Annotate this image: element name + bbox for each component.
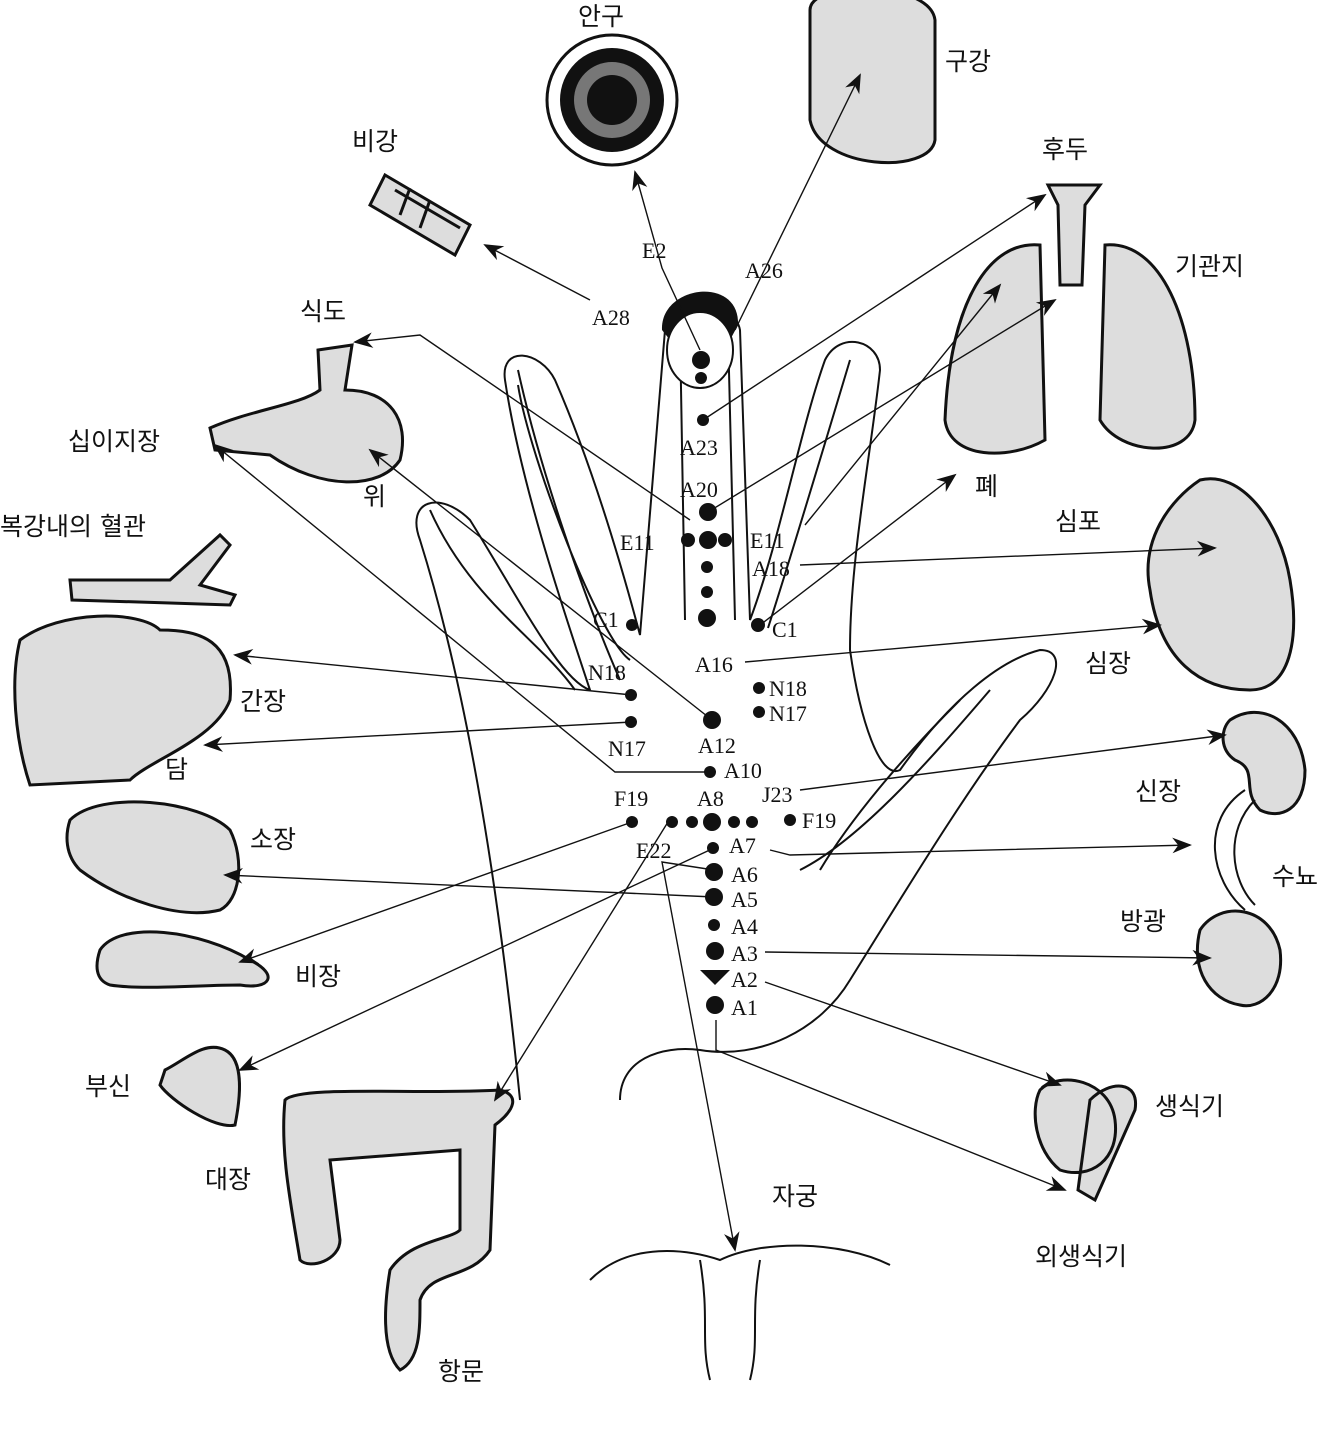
point-F19-right: F19 (802, 808, 836, 833)
large-intestine-organ (282, 1088, 514, 1372)
point-A12: A12 (698, 733, 736, 758)
point-A8: A8 (697, 786, 724, 811)
label-eye: 안구 (578, 2, 624, 31)
esophagus-stomach-organ (208, 343, 405, 484)
label-external-genitals: 외생식기 (1035, 1242, 1127, 1271)
connection-lines (203, 73, 1227, 1252)
label-genitals: 생식기 (1155, 1092, 1224, 1121)
label-mouth: 구강 (945, 47, 991, 76)
bladder-organ (1195, 909, 1283, 1008)
point-A16: A16 (695, 652, 733, 677)
label-heart: 심장 (1085, 649, 1131, 678)
point-A6: A6 (731, 862, 758, 887)
point-N18-right: N18 (769, 676, 807, 701)
uterus-organ (589, 1244, 891, 1381)
point-C1-right: C1 (772, 617, 798, 642)
label-bladder: 방광 (1120, 907, 1166, 936)
liver-organ (13, 614, 232, 787)
point-F19-left: F19 (614, 786, 648, 811)
mouth-organ (808, 0, 937, 164)
eye-organ (545, 33, 679, 167)
ureter-organ (1213, 789, 1256, 911)
point-N17-right: N17 (769, 701, 807, 726)
vessel-organ (68, 532, 238, 607)
point-A23: A23 (680, 435, 718, 460)
nose-organ (368, 172, 472, 258)
label-gallbladder: 담 (165, 755, 188, 784)
point-A10: A10 (724, 758, 762, 783)
label-lung: 폐 (975, 472, 998, 501)
label-uterus: 자궁 (772, 1182, 818, 1211)
kidney-organ (1221, 710, 1307, 816)
acupoints (625, 414, 796, 1014)
point-labels: E2 A26 A28 A23 A20 E11 E11 A18 C1 C1 A16… (588, 238, 836, 1020)
label-nose: 비강 (352, 127, 398, 156)
label-stomach: 위 (363, 482, 386, 511)
label-bronchi: 기관지 (1175, 252, 1244, 281)
label-spleen: 비장 (295, 962, 341, 991)
label-small-intestine: 소장 (250, 825, 296, 854)
spleen-organ (95, 930, 270, 989)
point-E2: E2 (642, 238, 666, 263)
throat-organ (1045, 183, 1103, 287)
face-illustration (661, 291, 739, 389)
label-kidney: 신장 (1135, 777, 1181, 806)
point-N18-left: N18 (588, 660, 626, 685)
point-A1: A1 (731, 995, 758, 1020)
lung-right-organ (1098, 243, 1197, 450)
point-A5: A5 (731, 887, 758, 912)
point-A26: A26 (745, 258, 783, 283)
lung-left-organ (943, 243, 1047, 455)
label-abdominal-vessels: 복강내의 혈관 (0, 512, 146, 541)
heart-organ (1146, 477, 1296, 692)
label-pericardium: 심포 (1055, 507, 1101, 536)
label-anus: 항문 (438, 1357, 484, 1386)
organ-labels: 안구 구강 비강 후두 기관지 식도 십이지장 위 복강내의 혈관 폐 심포 심… (0, 2, 1318, 1386)
label-duodenum: 십이지장 (68, 427, 160, 456)
point-A4: A4 (731, 914, 758, 939)
point-A7: A7 (729, 833, 756, 858)
point-A18: A18 (752, 556, 790, 581)
point-A3: A3 (731, 941, 758, 966)
point-C1-left: C1 (593, 607, 619, 632)
label-ureter: 수뇨 (1272, 862, 1318, 891)
label-adrenal: 부신 (85, 1072, 131, 1101)
adrenal-organ (158, 1045, 241, 1127)
point-A20: A20 (680, 477, 718, 502)
point-J23: J23 (762, 782, 793, 807)
point-N17-left: N17 (608, 736, 646, 761)
genital-organ (1033, 1078, 1137, 1203)
label-throat: 후두 (1042, 135, 1088, 164)
small-intestine-organ (65, 800, 241, 915)
label-esophagus: 식도 (300, 297, 346, 326)
point-E11-right: E11 (750, 528, 785, 553)
hand-outline (415, 306, 1058, 1101)
point-A28: A28 (592, 305, 630, 330)
label-liver: 간장 (240, 687, 286, 716)
point-A2: A2 (731, 967, 758, 992)
point-E11-left: E11 (620, 530, 655, 555)
point-E22: E22 (636, 838, 671, 863)
label-large-intestine: 대장 (205, 1165, 251, 1194)
